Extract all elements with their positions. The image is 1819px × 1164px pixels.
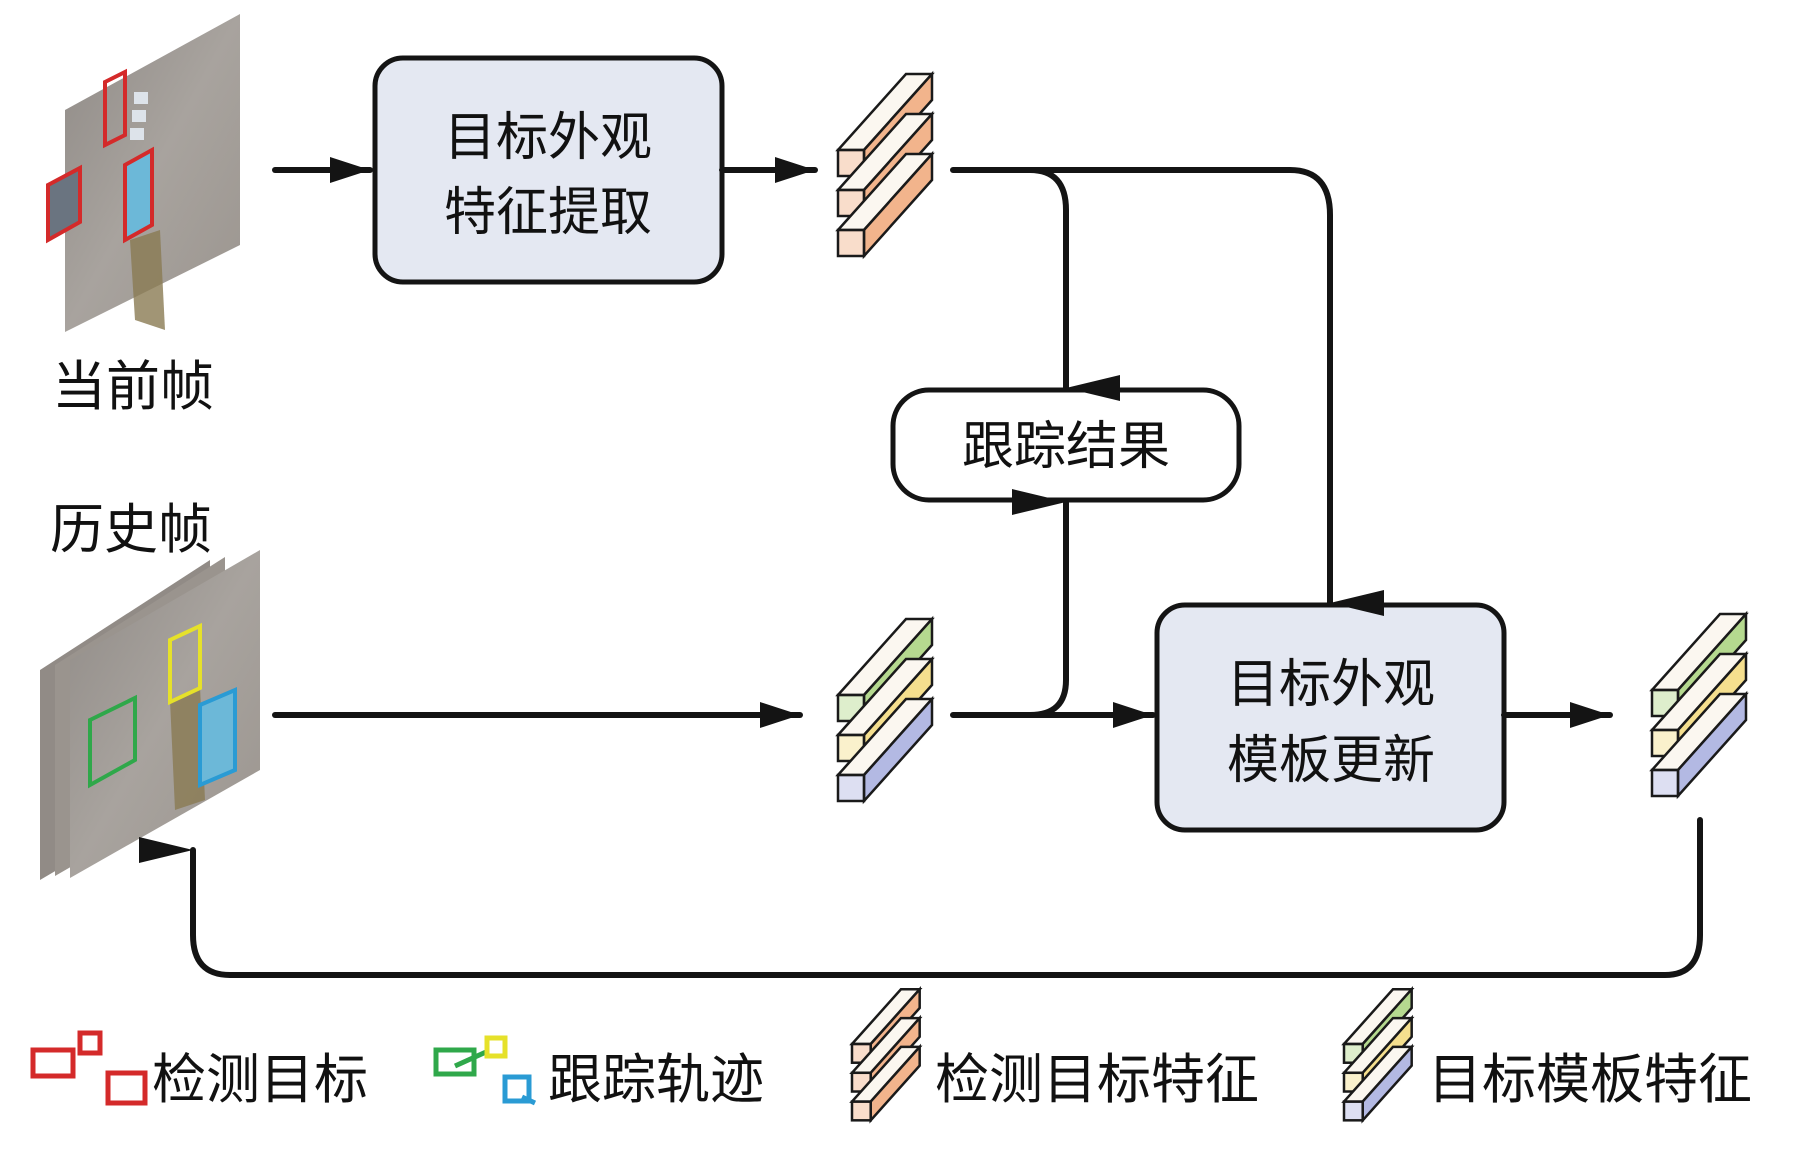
feature-extraction-box: 目标外观 特征提取 — [372, 55, 725, 285]
feature-bar-front — [836, 773, 866, 803]
template-feature-stack — [835, 615, 935, 805]
legend-label-template-feature: 目标模板特征 — [1428, 1048, 1752, 1111]
legend-item-detection: 检测目标 — [30, 1030, 368, 1111]
template-update-label-line1: 目标外观 — [1227, 655, 1435, 715]
template-feature-icon — [1341, 986, 1415, 1124]
detection-feature-stack — [835, 70, 935, 260]
template-update-label-line2: 模板更新 — [1227, 731, 1435, 791]
detection-boxes-icon — [30, 1030, 148, 1106]
history-frame-label: 历史帧 — [50, 498, 212, 561]
feature-extraction-label-line1: 目标外观 — [444, 108, 652, 168]
legend-item-trajectory: 跟踪轨迹 — [433, 1035, 764, 1111]
legend-item-detection-feature: 检测目标特征 — [849, 986, 1259, 1124]
current-frame-image — [46, 14, 240, 332]
detection-box — [103, 68, 127, 149]
feature-bar-front — [1650, 768, 1680, 798]
detection-box — [123, 146, 154, 244]
updated-template-feature-stack — [1649, 610, 1749, 800]
history-frames-image — [40, 550, 260, 880]
tracking-box — [88, 694, 137, 789]
arrow-features-to-template-update — [1027, 167, 1384, 616]
tracking-box — [198, 686, 237, 789]
legend-label-trajectory: 跟踪轨迹 — [548, 1048, 764, 1111]
arrow-features-to-tracking-result — [950, 167, 1120, 401]
tracking-box — [168, 622, 202, 706]
legend: 检测目标 跟踪轨迹 检测目标特征 目标模板特征 — [30, 986, 1752, 1124]
legend-label-detection-feature: 检测目标特征 — [935, 1048, 1259, 1111]
current-frame-label: 当前帧 — [52, 355, 214, 418]
tracking-result-box: 跟踪结果 — [890, 387, 1242, 503]
tracking-result-label: 跟踪结果 — [962, 417, 1170, 477]
detection-feature-icon — [849, 986, 923, 1124]
feature-bar-front — [850, 1100, 872, 1122]
template-update-box: 目标外观 模板更新 — [1154, 602, 1507, 833]
arrow-template-features-to-tracking-result — [950, 489, 1069, 718]
detection-box — [46, 164, 82, 244]
feature-extraction-label-line2: 特征提取 — [444, 183, 652, 243]
feature-bar-front — [1342, 1100, 1364, 1122]
feature-bar-front — [836, 228, 866, 258]
legend-label-detection: 检测目标 — [152, 1048, 368, 1111]
legend-item-template-feature: 目标模板特征 — [1341, 986, 1752, 1124]
tracking-trajectory-icon — [433, 1035, 537, 1106]
feedback-arrow-to-history — [139, 817, 1703, 978]
